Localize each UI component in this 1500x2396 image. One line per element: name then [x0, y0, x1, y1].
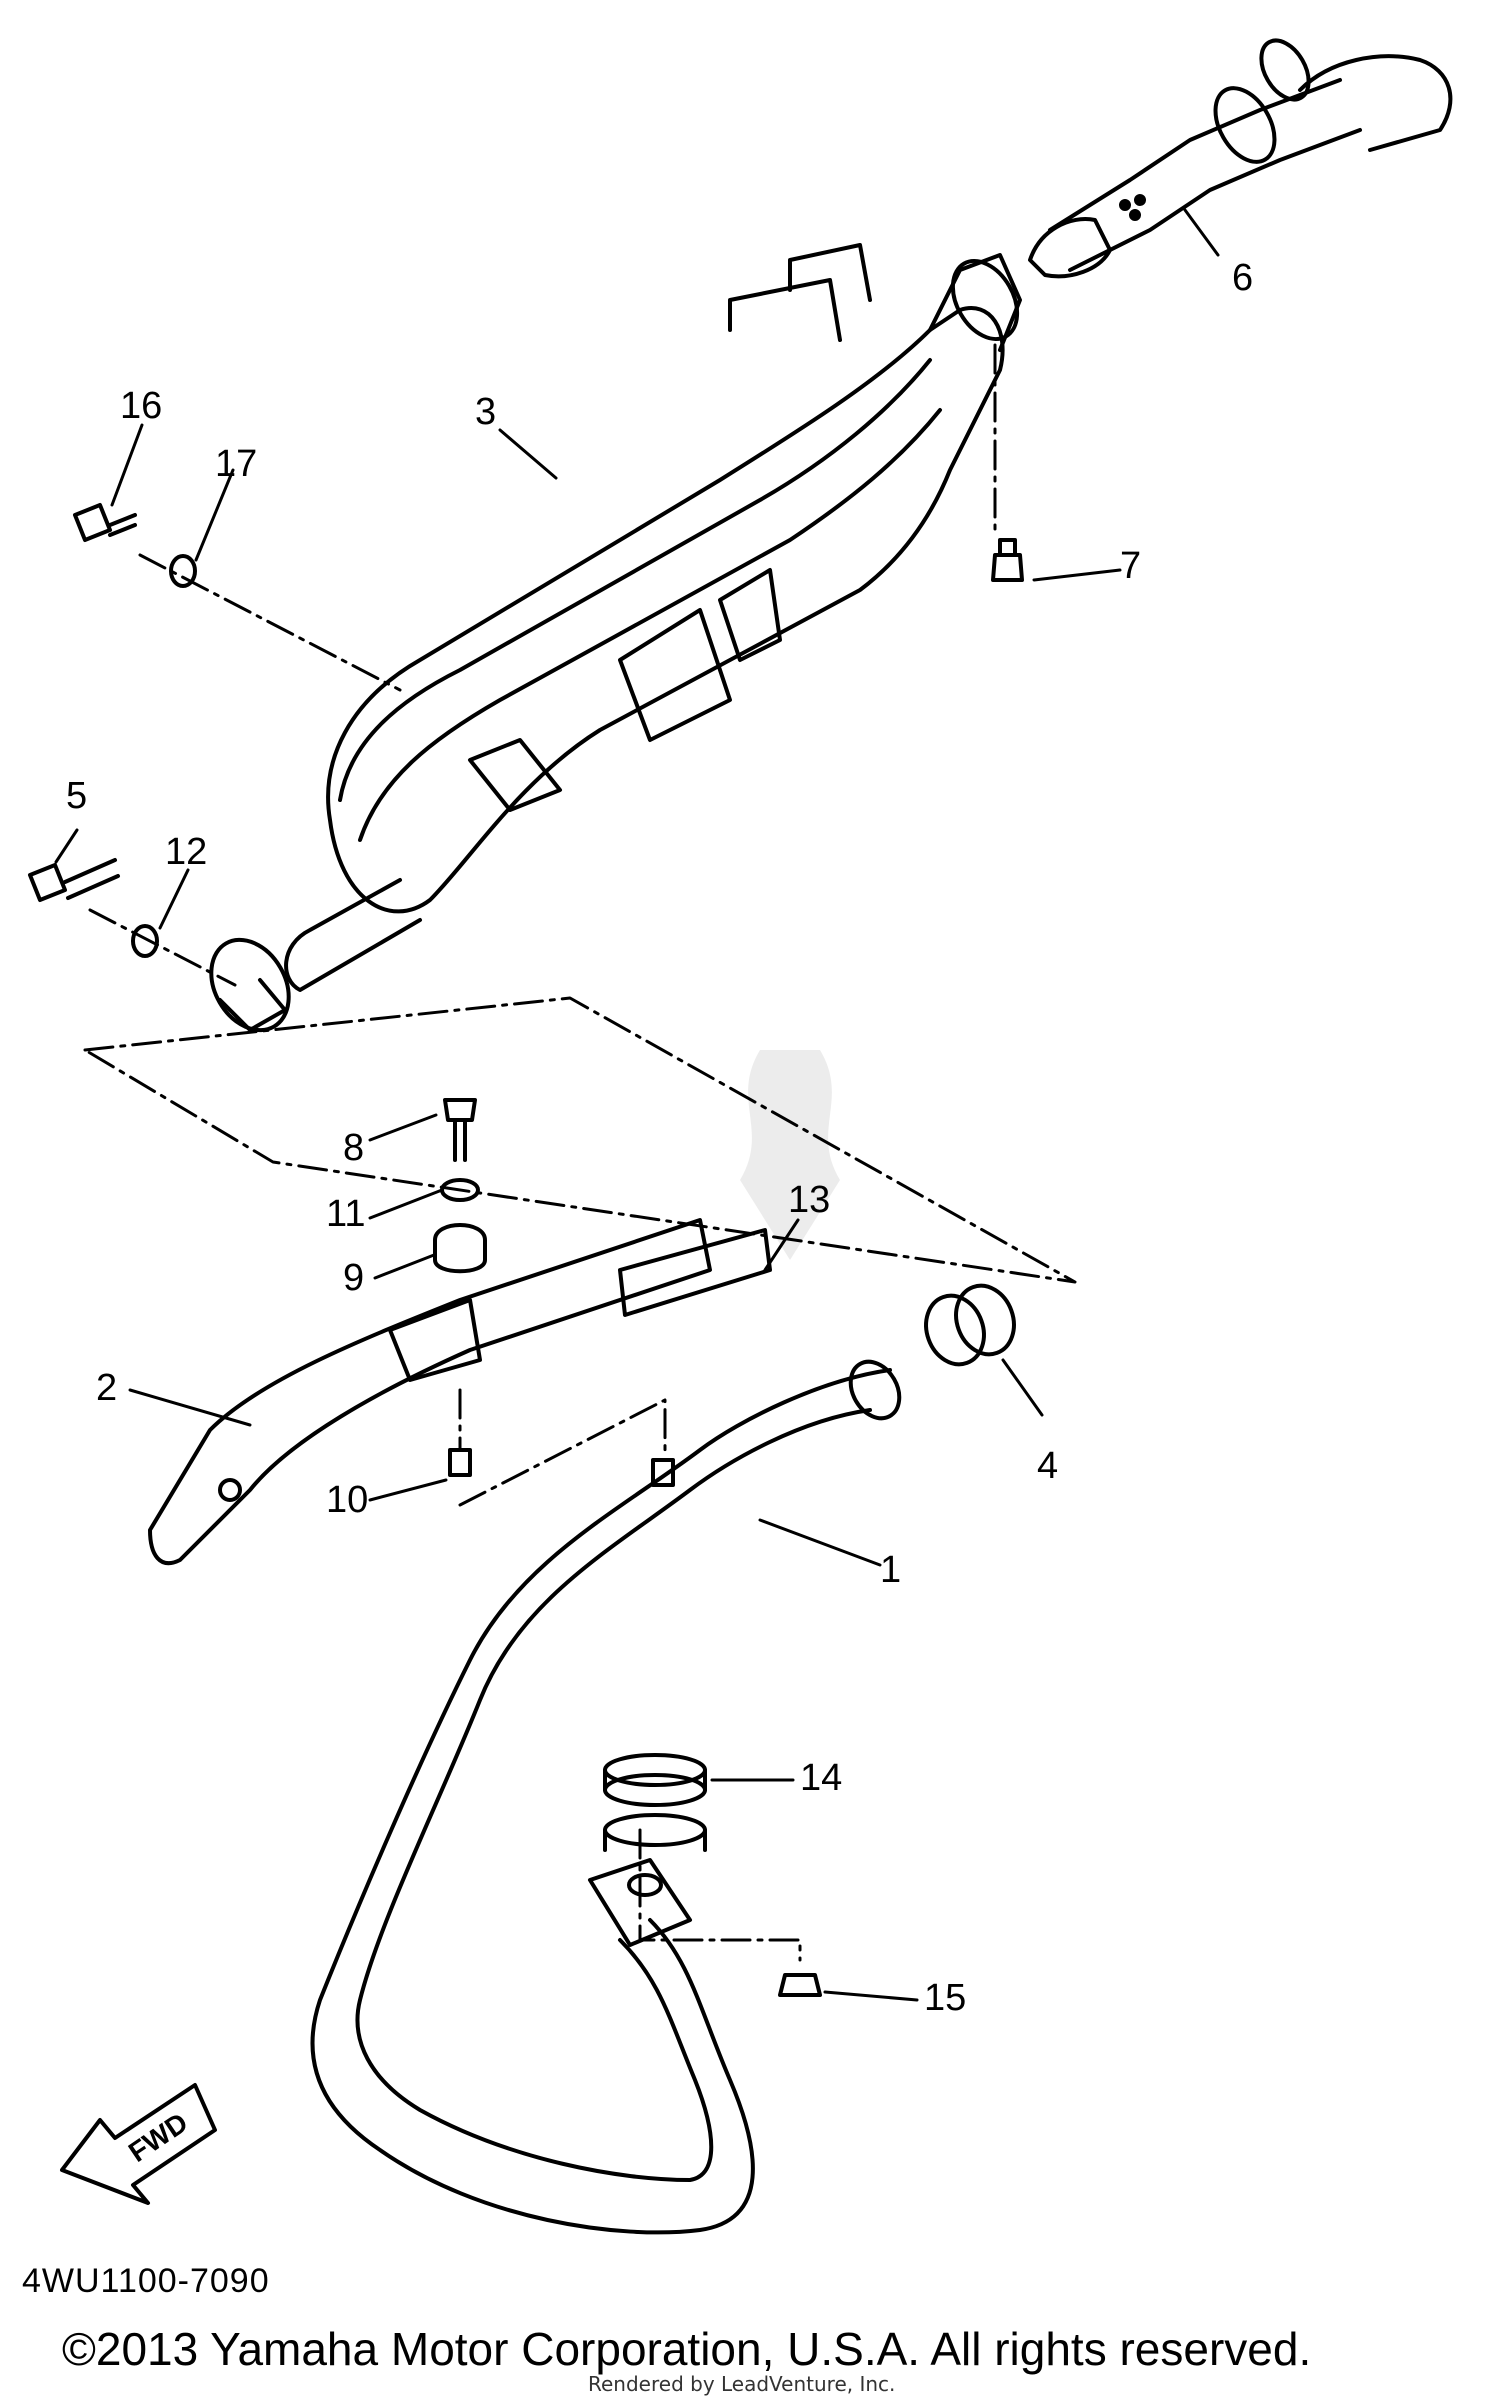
callout-16: 16 — [120, 385, 162, 427]
hardware-parts — [28, 503, 1024, 1997]
callout-13: 13 — [788, 1179, 830, 1221]
callout-14: 14 — [800, 1757, 842, 1799]
muffler-part — [209, 243, 1022, 1033]
rendered-by-note: Rendered by LeadVenture, Inc. — [588, 2372, 896, 2396]
fwd-label: FWD — [123, 2107, 193, 2168]
leader-lines — [54, 208, 1220, 2002]
callout-3: 3 — [475, 391, 496, 433]
watermark-logo — [560, 1040, 1020, 1340]
callout-10: 10 — [326, 1479, 368, 1521]
callout-11: 11 — [326, 1193, 365, 1235]
callout-4: 4 — [1037, 1445, 1058, 1487]
fwd-arrow-icon: FWD — [60, 2083, 217, 2205]
callout-6: 6 — [1232, 257, 1253, 299]
callout-15: 15 — [924, 1977, 966, 2019]
callout-12: 12 — [165, 831, 207, 873]
callout-labels: 1 2 3 4 5 6 7 8 9 10 11 12 13 14 15 16 1… — [66, 257, 1253, 2019]
callout-1: 1 — [880, 1549, 901, 1591]
callout-9: 9 — [343, 1257, 364, 1299]
callout-5: 5 — [66, 775, 87, 817]
callout-17: 17 — [215, 443, 257, 485]
callout-8: 8 — [343, 1127, 364, 1169]
callout-2: 2 — [96, 1367, 117, 1409]
callout-7: 7 — [1120, 545, 1141, 587]
copyright-notice: ©2013 Yamaha Motor Corporation, U.S.A. A… — [62, 2323, 1312, 2375]
assembly-lines — [83, 343, 1077, 1962]
tail-pipe-part — [1028, 38, 1453, 279]
diagram-code: 4WU1100-7090 — [22, 2262, 270, 2300]
heat-protector-part — [148, 1218, 712, 1566]
